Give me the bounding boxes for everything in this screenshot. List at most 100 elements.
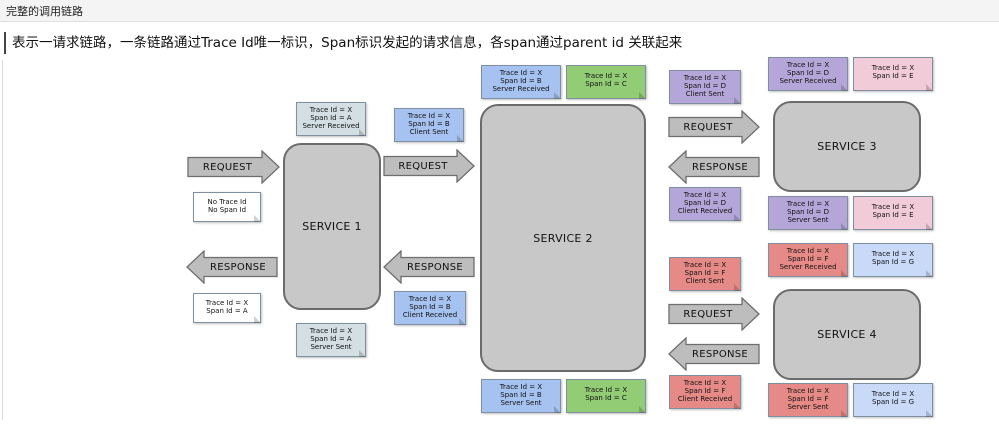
service-4-box: SERVICE 4 [773,289,921,380]
response-arrow-4-label: RESPONSE [691,348,749,360]
note-service4-received: Trace Id = X Span Id = F Server Received [768,243,848,277]
note-line: Span Id = C [585,394,627,403]
note-line: Trace Id = X [683,74,727,82]
service-3-box: SERVICE 3 [773,101,921,192]
note-line: Client Received [677,207,733,216]
note-line: Trace Id = X [499,383,543,391]
note-line: Trace Id = X [584,386,628,394]
block-arrow-shape [668,150,760,184]
note-line: Trace Id = X [683,261,727,269]
response-arrow-1: RESPONSE [186,250,278,284]
note-line: Server Received [779,77,837,86]
note-line: Span Id = E [872,72,914,81]
note-line: Client Sent [685,277,725,286]
note-line: Server Received [302,122,360,131]
note-line: Trace Id = X [683,379,727,387]
request-arrow-1: REQUEST [187,150,280,184]
window-titlebar: 完整的调用链路 [0,0,999,22]
note-service2-span-c-bottom: Trace Id = X Span Id = C [566,379,646,413]
note-service2-received: Trace Id = X Span Id = B Server Received [481,65,561,99]
note-line: Trace Id = X [871,64,915,72]
note-line: Span Id = F [787,255,829,264]
note-line: Span Id = D [683,82,727,91]
note-line: Span Id = G [871,398,915,407]
note-line: Client Sent [685,90,725,99]
block-arrow-shape [668,337,760,371]
note-line: Trace Id = X [871,250,915,258]
note-line: No Span Id [207,206,247,215]
note-line: Server Received [492,85,550,94]
note-line: Span Id = F [684,387,726,396]
note-service3-span-e-bottom: Trace Id = X Span Id = E [853,196,933,230]
request-arrow-4: REQUEST [668,297,760,331]
note-f-client-received: Trace Id = X Span Id = F Client Received [669,375,741,409]
note-line: Trace Id = X [584,72,628,80]
left-divider [2,60,3,420]
request-arrow-4-label: REQUEST [683,308,733,320]
note-line: Client Received [402,311,458,320]
note-line: Span Id = C [585,80,627,89]
service-4-label: SERVICE 4 [817,328,877,341]
block-arrow-shape [668,297,760,331]
service-3-label: SERVICE 3 [817,140,877,153]
note-line: Trace Id = X [309,106,353,114]
service-1-label: SERVICE 1 [302,220,362,233]
note-line: No Trace Id [207,198,247,206]
note-line: Trace Id = X [683,191,727,199]
note-line: Span Id = B [500,391,542,400]
note-line: Trace Id = X [499,69,543,77]
response-arrow-2: RESPONSE [383,250,475,284]
note-service1-response-ids: Trace Id = X Span Id = A [193,293,261,323]
request-arrow-3-label: REQUEST [683,121,733,133]
note-line: Trace Id = X [309,327,353,335]
note-line: Trace Id = X [786,387,830,395]
response-arrow-3: RESPONSE [668,150,760,184]
note-line: Trace Id = X [786,61,830,69]
response-arrow-4: RESPONSE [668,337,760,371]
response-arrow-2-label: RESPONSE [406,261,464,273]
request-arrow-2: REQUEST [383,149,475,183]
diagram-caption: 表示一请求链路，一条链路通过Trace Id唯一标识，Span标识发起的请求信息… [4,32,682,54]
note-line: Span Id = F [787,395,829,404]
note-line: Span Id = E [872,211,914,220]
note-line: Span Id = A [310,335,352,344]
block-arrow-shape [187,150,280,184]
note-line: Span Id = B [500,77,542,86]
note-line: Server Sent [787,403,829,412]
note-d-client-sent: Trace Id = X Span Id = D Client Sent [669,70,741,104]
note-line: Server Received [779,263,837,272]
note-service3-received: Trace Id = X Span Id = D Server Received [768,57,848,91]
note-line: Trace Id = X [408,295,452,303]
note-service4-sent: Trace Id = X Span Id = F Server Sent [768,383,848,417]
note-line: Trace Id = X [871,203,915,211]
note-line: Span Id = D [683,199,727,208]
note-b-client-received: Trace Id = X Span Id = B Client Received [394,291,466,325]
note-service3-span-e-top: Trace Id = X Span Id = E [853,57,933,91]
note-line: Server Sent [787,216,829,225]
request-arrow-2-label: REQUEST [398,160,448,172]
note-line: Trace Id = X [205,299,249,307]
note-line: Span Id = G [871,258,915,267]
note-service2-span-c-top: Trace Id = X Span Id = C [566,65,646,99]
note-line: Trace Id = X [871,390,915,398]
note-line: Client Received [677,395,733,404]
note-service2-sent: Trace Id = X Span Id = B Server Sent [481,379,561,413]
note-line: Trace Id = X [786,247,830,255]
response-arrow-1-label: RESPONSE [209,261,267,273]
block-arrow-shape [383,250,475,284]
request-arrow-1-label: REQUEST [202,161,253,173]
note-line: Span Id = B [409,303,451,312]
request-arrow-3: REQUEST [668,110,760,144]
note-line: Span Id = A [310,114,352,123]
response-arrow-3-label: RESPONSE [691,161,749,173]
service-1-box: SERVICE 1 [283,143,381,310]
note-service4-span-g-top: Trace Id = X Span Id = G [853,243,933,277]
note-d-client-received: Trace Id = X Span Id = D Client Received [669,187,741,221]
note-service1-received: Trace Id = X Span Id = A Server Received [296,102,366,136]
note-line: Span Id = B [408,120,450,129]
note-line: Span Id = A [206,307,248,316]
note-f-client-sent: Trace Id = X Span Id = F Client Sent [669,257,741,291]
note-line: Trace Id = X [786,200,830,208]
block-arrow-shape [186,250,278,284]
service-2-box: SERVICE 2 [480,104,646,372]
